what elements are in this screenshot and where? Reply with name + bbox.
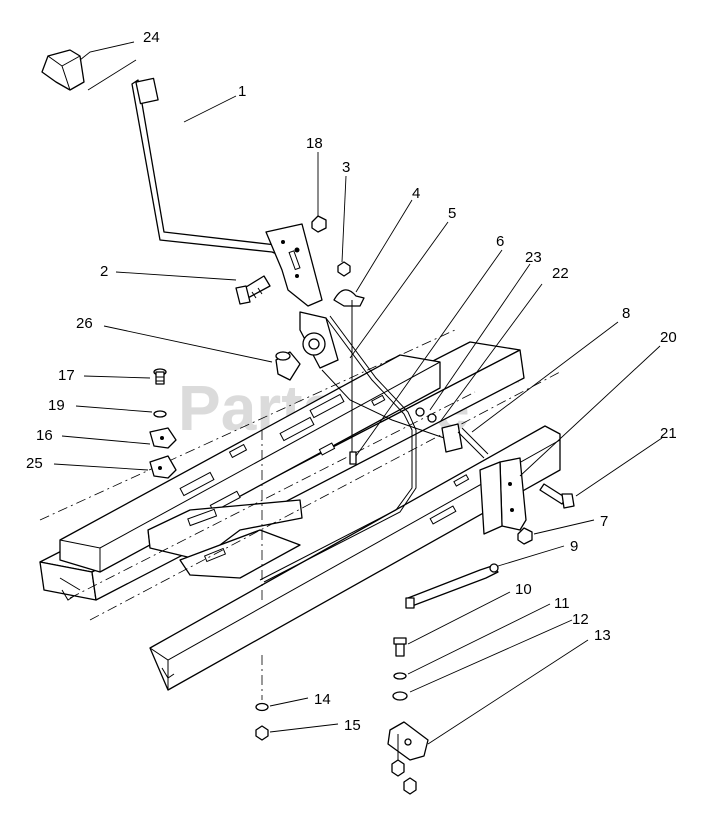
callout-24: 24: [143, 29, 160, 46]
callout-2: 2: [100, 263, 108, 280]
callout-14: 14: [314, 691, 331, 708]
shift-plate: [479, 457, 527, 535]
left-fasteners: [149, 368, 177, 479]
callout-21: 21: [660, 425, 677, 442]
lever-clip: [387, 721, 429, 795]
callout-23: 23: [525, 249, 542, 266]
callout-13: 13: [594, 627, 611, 644]
bottom-fasteners: [255, 702, 269, 741]
shift-rod: [259, 317, 413, 581]
callout-11: 11: [554, 595, 570, 612]
callout-19: 19: [48, 397, 65, 414]
link-fasteners: [392, 637, 408, 701]
callout-16: 16: [36, 427, 53, 444]
shaft-bracket: [415, 407, 489, 459]
watermark-trademark: ™: [510, 378, 520, 389]
frame-rail-lower: [149, 425, 561, 691]
callout-15: 15: [344, 717, 361, 734]
callout-5: 5: [448, 205, 456, 222]
callout-22: 22: [552, 265, 569, 282]
callout-3: 3: [342, 159, 350, 176]
shift-link: [405, 563, 499, 609]
callout-25: 25: [26, 455, 43, 472]
callout-8: 8: [622, 305, 630, 322]
shift-lever: [131, 77, 291, 259]
callout-12: 12: [572, 611, 589, 628]
shifter-arm: [299, 311, 451, 441]
callout-6: 6: [496, 233, 504, 250]
shift-knob: [41, 49, 85, 91]
callout-17: 17: [58, 367, 75, 384]
callout-4: 4: [412, 185, 420, 202]
mounting-bracket: [147, 499, 303, 579]
callout-9: 9: [570, 538, 578, 555]
cable-guide: [333, 261, 365, 307]
pivot-bolt: [235, 275, 271, 305]
plate-bolt: [539, 483, 575, 509]
callout-7: 7: [600, 513, 608, 530]
lock-nut: [311, 215, 327, 233]
callout-18: 18: [306, 135, 323, 152]
callout-10: 10: [515, 581, 532, 598]
callout-26: 26: [76, 315, 93, 332]
callout-1: 1: [238, 83, 246, 100]
plate-nut: [517, 527, 533, 545]
callout-20: 20: [660, 329, 677, 346]
rod-screw: [349, 451, 357, 465]
lever-pivot-plate: [265, 223, 323, 307]
spacer-bushing: [275, 351, 301, 381]
center-channel: [59, 354, 441, 573]
leader-lines: [53, 41, 663, 745]
